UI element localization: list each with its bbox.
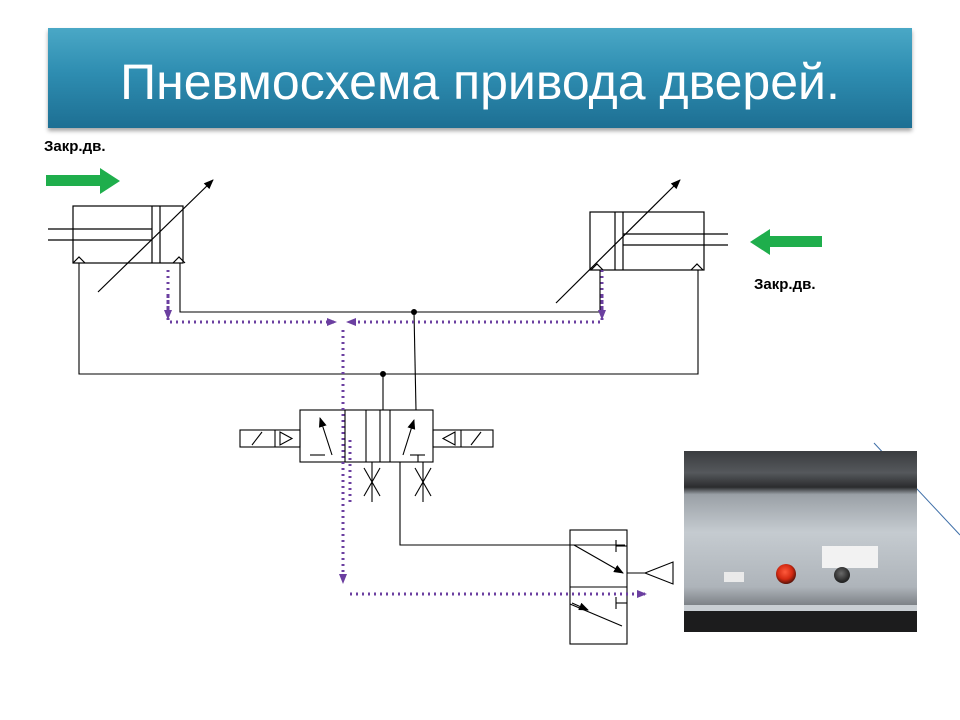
page-title: Пневмосхема привода дверей. xyxy=(120,54,840,110)
dark-button-icon xyxy=(834,567,850,583)
door-control-panel-photo xyxy=(684,451,917,632)
junction-dot xyxy=(380,371,386,377)
photo-panel-edge xyxy=(684,605,917,611)
flow-path xyxy=(164,270,647,598)
label-close-doors-right: Закр.дв. xyxy=(754,276,816,293)
main-valve xyxy=(239,409,494,502)
title-bar: Пневмосхема привода дверей. xyxy=(48,28,912,128)
label-close-doors-left: Закр.дв. xyxy=(44,138,106,155)
red-button-icon xyxy=(776,564,796,584)
right-cylinder xyxy=(555,179,728,304)
photo-label-plate xyxy=(822,546,878,568)
green-arrow-left-icon xyxy=(750,229,822,255)
green-arrow-right-icon xyxy=(46,168,120,194)
photo-sticker xyxy=(724,572,744,582)
emergency-valve xyxy=(569,529,674,645)
left-cylinder xyxy=(48,179,214,293)
supply-lines xyxy=(78,263,699,546)
junction-dot xyxy=(411,309,417,315)
photo-bottom-strip xyxy=(684,611,917,632)
